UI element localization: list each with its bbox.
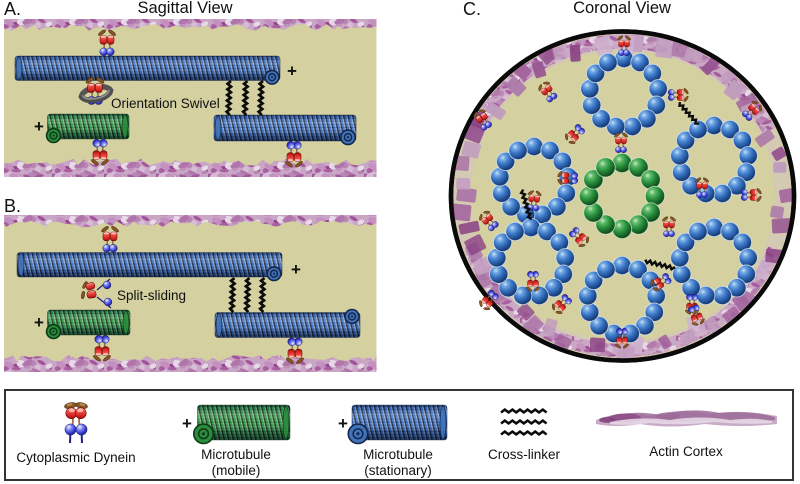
svg-text:+: + [291, 260, 301, 279]
svg-text:+: + [34, 313, 44, 332]
svg-text:Microtubule: Microtubule [363, 447, 433, 462]
svg-text:C.: C. [463, 0, 481, 19]
svg-text:Microtubule: Microtubule [201, 447, 271, 462]
svg-text:B.: B. [4, 196, 21, 216]
svg-text:Cytoplasmic Dynein: Cytoplasmic Dynein [16, 450, 135, 465]
svg-text:(stationary): (stationary) [364, 463, 432, 478]
svg-text:Actin Cortex: Actin Cortex [649, 444, 723, 459]
svg-text:+: + [182, 414, 192, 433]
svg-text:Coronal View: Coronal View [573, 0, 671, 17]
svg-text:+: + [287, 62, 297, 81]
svg-text:Cross-linker: Cross-linker [488, 447, 561, 462]
svg-text:Sagittal View: Sagittal View [137, 0, 232, 17]
svg-text:(mobile): (mobile) [212, 463, 261, 478]
svg-text:+: + [34, 117, 44, 136]
svg-text:A.: A. [4, 0, 21, 19]
svg-text:Split-sliding: Split-sliding [117, 288, 186, 303]
svg-text:Orientation Swivel: Orientation Swivel [111, 96, 220, 111]
svg-text:+: + [338, 414, 348, 433]
